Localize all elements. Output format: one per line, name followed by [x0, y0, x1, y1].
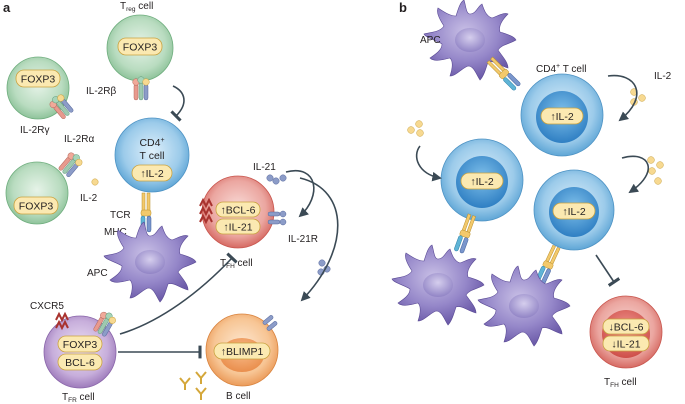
apc-label-a: APC: [87, 268, 108, 279]
cd4-b-sup: +: [556, 63, 560, 70]
cd4-text: CD4: [139, 137, 160, 149]
tfh-cell-b: ↓BCL-6 ↓IL-21: [589, 295, 663, 369]
tcr-mhc-icon: [453, 213, 477, 254]
tfh-title-b: TFH cell: [604, 377, 637, 389]
bcell-label: B cell: [226, 391, 250, 402]
tfh-b-sub: FH: [610, 382, 619, 389]
il2-autocrine-arrow-b3: [621, 155, 650, 194]
il2rb-label: IL-2Rβ: [86, 86, 116, 97]
b3-up-il2: ↑IL-2: [562, 206, 586, 218]
tfr-foxp3: FOXP3: [63, 339, 98, 351]
apc-label-b: APC: [420, 35, 441, 46]
treg-cell-left-upper: FOXP3: [6, 56, 76, 121]
bcell-up-blimp1: ↑BLIMP1: [221, 346, 264, 358]
tfh-title-a: TFH cell: [220, 258, 253, 270]
tfr-bcl6: BCL-6: [65, 357, 95, 369]
cd4-line1: CD4+: [139, 137, 164, 149]
il2rg-label: IL-2Rγ: [20, 125, 49, 136]
tfh-b-t: T: [604, 377, 610, 388]
tfh-down-bcl6: ↓BCL-6: [608, 322, 643, 334]
il21r-icon: [267, 210, 287, 226]
tfh-down-il21: ↓IL-21: [611, 339, 640, 351]
tfh-up-bcl6: ↑BCL-6: [220, 205, 255, 217]
tfr-to-tfh-inhibition: [119, 252, 238, 335]
treg-inhibition-arrow: [170, 85, 185, 122]
treg-title-t: T: [120, 1, 126, 12]
tcr-label: TCR: [110, 210, 131, 221]
cd4-sup: +: [160, 137, 164, 144]
mhc-label: MHC: [104, 227, 127, 238]
cd4-line2: T cell: [140, 150, 165, 162]
il2ra-label: IL-2Rα: [64, 134, 94, 145]
left-lower-foxp3: FOXP3: [19, 201, 54, 213]
il21-to-bcell-arrow: [299, 177, 339, 302]
cd4-up-il2: ↑IL-2: [140, 168, 164, 180]
il2-autocrine-arrow-b1: [607, 74, 638, 122]
panel-a-label: a: [3, 0, 11, 15]
cd4-title-b: CD4+ T cell: [536, 63, 586, 75]
cd4-b-text: CD4: [536, 64, 556, 75]
tfh-b-suffix: cell: [619, 377, 637, 388]
panel-b-label: b: [399, 0, 407, 15]
treg-foxp3: FOXP3: [123, 42, 158, 54]
foxp3-label-box: [117, 37, 163, 56]
cxcr5-receptor-icon: [199, 197, 213, 225]
tfr-title: TFR cell: [62, 392, 95, 404]
apc-cell-b3: [477, 265, 571, 347]
apc-cell-a: [103, 221, 197, 303]
cd4-t-cell-b1: ↑IL-2: [520, 73, 604, 157]
il21r-label: IL-21R: [288, 234, 318, 245]
treg-cell: FOXP3: [106, 14, 174, 101]
b2-up-il2: ↑IL-2: [470, 176, 494, 188]
il2-molecule-icon: [91, 178, 99, 186]
tfr-t: T: [62, 392, 68, 403]
tfh-sub: FH: [226, 263, 235, 270]
il2-label-b: IL-2: [654, 71, 672, 82]
il21-molecules-icon: [266, 174, 331, 276]
apc-cell-b2: [391, 244, 485, 326]
cxcr5-receptor-icon: [55, 311, 69, 331]
cd4-t-cell-b2: ↑IL-2: [440, 138, 524, 222]
tfr-cell: FOXP3 BCL-6: [43, 308, 119, 389]
cd4-b-suffix: T cell: [560, 64, 586, 75]
cd4-t-cell-b3: ↑IL-2: [533, 169, 615, 251]
tfh-suffix: cell: [235, 258, 253, 269]
tfh-t: T: [220, 258, 226, 269]
b-cell: ↑BLIMP1: [205, 313, 279, 387]
il21-autocrine-arrow: [285, 169, 315, 218]
treg-cell-left-lower: FOXP3: [5, 149, 86, 225]
il2-to-tfh-inhibition: [595, 254, 621, 287]
treg-title: Treg cell: [120, 1, 153, 13]
antibody-icon: [179, 371, 207, 400]
il2-receptor-icon: [132, 76, 150, 101]
treg-title-sub: reg: [126, 6, 136, 13]
cxcr5-label: CXCR5: [30, 301, 64, 312]
left-upper-foxp3: FOXP3: [21, 74, 56, 86]
il21-label: IL-21: [253, 162, 276, 173]
tfh-cell: ↑BCL-6 ↑IL-21: [199, 175, 287, 249]
cd4-t-cell: CD4+ T cell ↑IL-2: [114, 117, 190, 193]
il21r-icon: [262, 315, 278, 331]
il2-label-a: IL-2: [80, 193, 98, 204]
treg-title-suffix: cell: [136, 1, 154, 12]
tfr-sub: FR: [68, 397, 77, 404]
b1-up-il2: ↑IL-2: [550, 111, 574, 123]
tfh-up-il21: ↑IL-21: [223, 222, 252, 234]
tfr-suffix: cell: [77, 392, 95, 403]
il2-arrow-b2: [415, 145, 442, 182]
